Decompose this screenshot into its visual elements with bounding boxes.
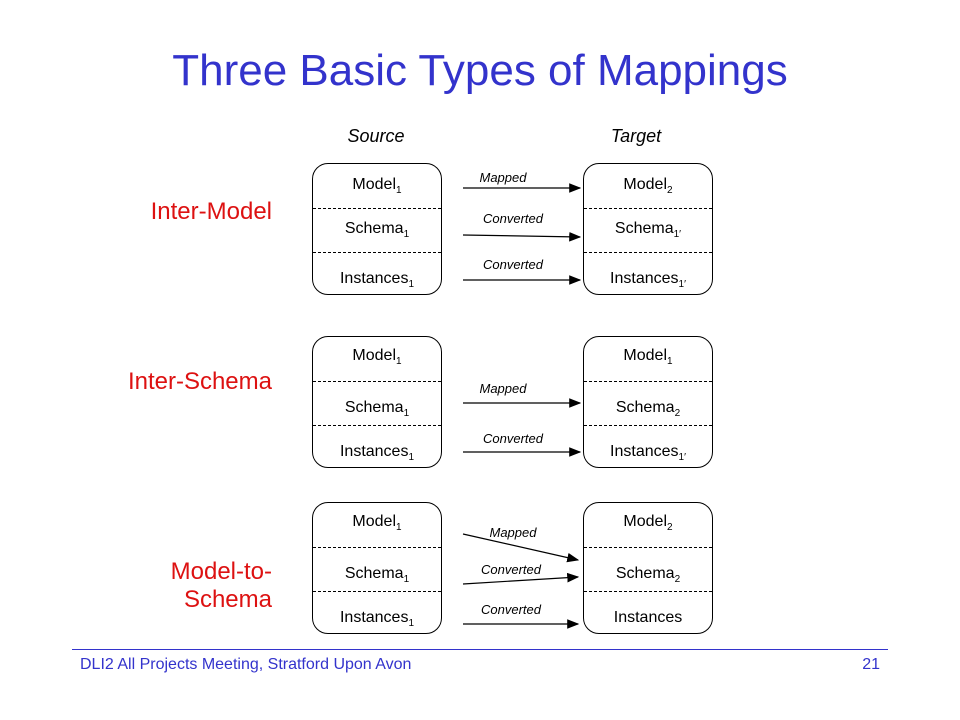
source-header: Source [347, 126, 405, 146]
target-box-model-to-schema: Model2 Schema2 Instances [583, 502, 713, 634]
schema-cell: Schema1′ [614, 220, 682, 241]
arrow-label: Converted [481, 602, 541, 617]
divider [584, 252, 712, 253]
source-box-inter-schema: Model1 Schema1 Instances1 [312, 336, 442, 468]
divider [584, 591, 712, 592]
page-title: Three Basic Types of Mappings [172, 46, 788, 95]
arrow-label: Mapped [479, 381, 527, 396]
row-label-inter-schema: Inter-Schema [127, 368, 272, 395]
divider [584, 381, 712, 382]
footer-text: DLI2 All Projects Meeting, Stratford Upo… [80, 656, 412, 673]
arrow-label: Mapped [479, 170, 527, 185]
model-cell: Model1 [623, 347, 673, 368]
divider [313, 252, 441, 253]
instances-cell: Instances1 [339, 270, 415, 291]
row-label-model-to-schema: Model-to- Schema [171, 558, 272, 614]
arrow-label: Converted [481, 562, 541, 577]
page-number: 21 [862, 656, 880, 673]
schema-cell: Schema1 [344, 565, 410, 586]
model-cell: Model1 [352, 176, 402, 197]
divider [313, 591, 441, 592]
divider [313, 208, 441, 209]
source-box-model-to-schema: Model1 Schema1 Instances1 [312, 502, 442, 634]
row-label-line-2: Schema [183, 586, 272, 613]
arrow-label: Converted [483, 431, 543, 446]
model-cell: Model2 [623, 176, 673, 197]
arrow-converted [462, 572, 580, 585]
arrow-mapped [462, 533, 580, 563]
arrow-label: Converted [483, 211, 543, 226]
footer-divider [72, 649, 888, 650]
instances-cell: Instances1 [339, 609, 415, 630]
model-cell: Model1 [352, 347, 402, 368]
row-label-line-1: Model-to- [170, 558, 272, 585]
divider [584, 425, 712, 426]
instances-cell: Instances [613, 609, 683, 626]
divider [584, 547, 712, 548]
divider [313, 381, 441, 382]
target-box-inter-model: Model2 Schema1′ Instances1′ [583, 163, 713, 295]
schema-cell: Schema2 [615, 399, 681, 420]
target-box-inter-schema: Model1 Schema2 Instances1′ [583, 336, 713, 468]
instances-cell: Instances1 [339, 443, 415, 464]
arrow-label: Mapped [489, 525, 537, 540]
model-cell: Model2 [623, 513, 673, 534]
arrow-label: Converted [483, 257, 543, 272]
model-cell: Model1 [352, 513, 402, 534]
divider [584, 208, 712, 209]
divider [313, 425, 441, 426]
schema-cell: Schema2 [615, 565, 681, 586]
divider [313, 547, 441, 548]
schema-cell: Schema1 [344, 399, 410, 420]
schema-cell: Schema1 [344, 220, 410, 241]
arrow-converted [462, 232, 582, 242]
target-header: Target [610, 126, 662, 146]
instances-cell: Instances1′ [610, 443, 686, 464]
source-box-inter-model: Model1 Schema1 Instances1 [312, 163, 442, 295]
instances-cell: Instances1′ [610, 270, 686, 291]
row-label-inter-model: Inter-Model [150, 198, 272, 225]
